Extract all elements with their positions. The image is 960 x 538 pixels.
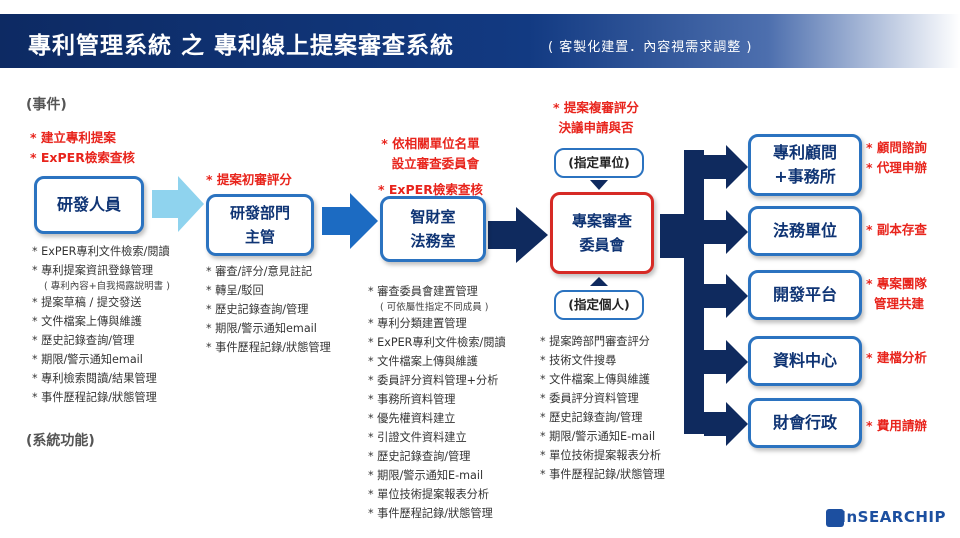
target-label: 資料中心 [772, 351, 837, 370]
target-notes-finance-admin: * 費用請辦 [866, 416, 927, 436]
function-item: 審查委員會建置管理 [368, 282, 506, 301]
stage-4-events: * 提案複審評分 決議申請與否 [546, 98, 646, 138]
function-item: 提案跨部門審查評分 [540, 332, 665, 351]
target-note: 管理共建 [874, 296, 925, 311]
function-item: 事務所資料管理 [368, 390, 506, 409]
function-item: 專利檢索閱讀/結果管理 [32, 369, 170, 388]
function-item: 期限/警示通知email [206, 319, 331, 338]
arrow-designate-person [590, 277, 608, 286]
designate-unit-label: (指定單位) [554, 148, 644, 178]
stage-label: 專案審查 委員會 [571, 212, 632, 254]
function-item: 專利提案資訊登錄管理 [32, 261, 170, 280]
target-notes-data-center: * 建檔分析 [866, 348, 927, 368]
event-text: * ExPER檢索查核 [30, 150, 135, 165]
function-item: 事件歷程記錄/狀態管理 [206, 338, 331, 357]
function-item: 專利分類建置管理 [368, 314, 506, 333]
function-item: 轉呈/駁回 [206, 281, 331, 300]
event-text: * ExPER檢索查核 [378, 182, 483, 197]
function-item: 單位技術提案報表分析 [368, 485, 506, 504]
stage-1-events: * 建立專利提案 * ExPER檢索查核 [30, 128, 135, 168]
company-logo: InSEARCHIP [840, 508, 946, 526]
event-text: * 建立專利提案 [30, 130, 116, 145]
functions-section-label: (系統功能) [26, 433, 95, 449]
arrow-1-to-2 [152, 176, 204, 232]
target-box-legal-unit: 法務單位 [748, 206, 862, 256]
function-item: 單位技術提案報表分析 [540, 446, 665, 465]
stage-3-events: * 依相關單位名單 設立審查委員會 * ExPER檢索查核 [378, 134, 483, 200]
arrow-designate-unit [590, 180, 608, 190]
page-subtitle: ( 客製化建置．內容視需求調整 ) [548, 40, 753, 55]
function-note: ( 可依屬性指定不同成員 ) [380, 302, 489, 313]
target-notes-legal-unit: * 副本存查 [866, 220, 927, 240]
stage-label: 研發人員 [56, 195, 121, 214]
function-item: 歷史記錄查詢/管理 [368, 447, 506, 466]
event-text: 決議申請與否 [558, 120, 634, 135]
function-item: 歷史記錄查詢/管理 [32, 331, 170, 350]
arrow-2-to-3 [322, 193, 378, 249]
target-box-finance-admin: 財會行政 [748, 398, 862, 448]
function-item: 事件歷程記錄/狀態管理 [368, 504, 506, 523]
function-item: ExPER專利文件檢索/閱讀 [368, 333, 506, 352]
target-notes-patent-attorney: * 顧問諮詢 * 代理申辦 [866, 138, 927, 178]
stage-3-functions: 審查委員會建置管理 ( 可依屬性指定不同成員 ) 專利分類建置管理 ExPER專… [368, 282, 506, 523]
target-note: * 顧問諮詢 [866, 140, 927, 155]
target-note: * 代理申辦 [866, 160, 927, 175]
function-item: 提案草稿 / 提交發送 [32, 293, 170, 312]
function-item: 事件歷程記錄/狀態管理 [540, 465, 665, 484]
event-text: * 提案複審評分 [553, 100, 639, 115]
stage-2-functions: 審查/評分/意見註記 轉呈/駁回 歷史記錄查詢/管理 期限/警示通知email … [206, 262, 331, 357]
target-box-data-center: 資料中心 [748, 336, 862, 386]
function-item: ExPER專利文件檢索/閱讀 [32, 242, 170, 261]
function-item: 委員評分資料管理+分析 [368, 371, 506, 390]
target-note: * 專案團隊 [866, 276, 927, 291]
function-item: 文件檔案上傳與維護 [32, 312, 170, 331]
target-note: * 費用請辦 [866, 418, 927, 433]
function-item: 歷史記錄查詢/管理 [206, 300, 331, 319]
designate-person-text: (指定個人) [568, 297, 630, 312]
stage-box-review-committee: 專案審查 委員會 [550, 192, 654, 274]
function-note: ( 專利內容+自我揭露說明書 ) [44, 281, 170, 292]
stage-box-ip-legal: 智財室 法務室 [380, 196, 486, 262]
stage-4-functions: 提案跨部門審查評分 技術文件搜尋 文件檔案上傳與維護 委員評分資料管理 歷史記錄… [540, 332, 665, 484]
target-box-patent-attorney: 專利顧問 +事務所 [748, 134, 862, 196]
function-item: 期限/警示通知E-mail [540, 427, 665, 446]
header-banner [0, 14, 960, 68]
event-text: * 依相關單位名單 [381, 136, 480, 151]
event-text: 設立審查委員會 [391, 156, 480, 171]
target-notes-dev-platform: * 專案團隊 管理共建 [866, 274, 927, 314]
target-label: 財會行政 [772, 413, 837, 432]
event-text: * 提案初審評分 [206, 172, 292, 187]
target-label: 法務單位 [772, 221, 837, 240]
function-item: 文件檔案上傳與維護 [540, 370, 665, 389]
stage-label: 智財室 法務室 [410, 208, 456, 250]
target-note: * 建檔分析 [866, 350, 927, 365]
arrow-3-to-4 [488, 207, 548, 263]
function-item: 審查/評分/意見註記 [206, 262, 331, 281]
function-item: 文件檔案上傳與維護 [368, 352, 506, 371]
function-item: 期限/警示通知email [32, 350, 170, 369]
function-item: 期限/警示通知E-mail [368, 466, 506, 485]
stage-2-events: * 提案初審評分 [206, 170, 292, 190]
stage-box-dept-manager: 研發部門 主管 [206, 194, 314, 256]
page-title: 專利管理系統 之 專利線上提案審查系統 [28, 33, 455, 59]
function-item: 委員評分資料管理 [540, 389, 665, 408]
target-label: 專利顧問 +事務所 [772, 143, 837, 186]
designate-person-label: (指定個人) [554, 290, 644, 320]
stage-1-functions: ExPER專利文件檢索/閱讀 專利提案資訊登錄管理 ( 專利內容+自我揭露說明書… [32, 242, 170, 407]
function-item: 引證文件資料建立 [368, 428, 506, 447]
logo-icon [826, 509, 844, 527]
target-box-dev-platform: 開發平台 [748, 270, 862, 320]
stage-box-rd-staff: 研發人員 [34, 176, 144, 234]
function-item: 歷史記錄查詢/管理 [540, 408, 665, 427]
function-item: 事件歷程記錄/狀態管理 [32, 388, 170, 407]
designate-unit-text: (指定單位) [568, 155, 630, 170]
target-label: 開發平台 [772, 285, 837, 304]
stage-label: 研發部門 主管 [229, 204, 290, 246]
events-section-label: (事件) [26, 97, 67, 113]
fanout-arrows [660, 145, 748, 446]
target-note: * 副本存查 [866, 222, 927, 237]
function-item: 優先權資料建立 [368, 409, 506, 428]
function-item: 技術文件搜尋 [540, 351, 665, 370]
